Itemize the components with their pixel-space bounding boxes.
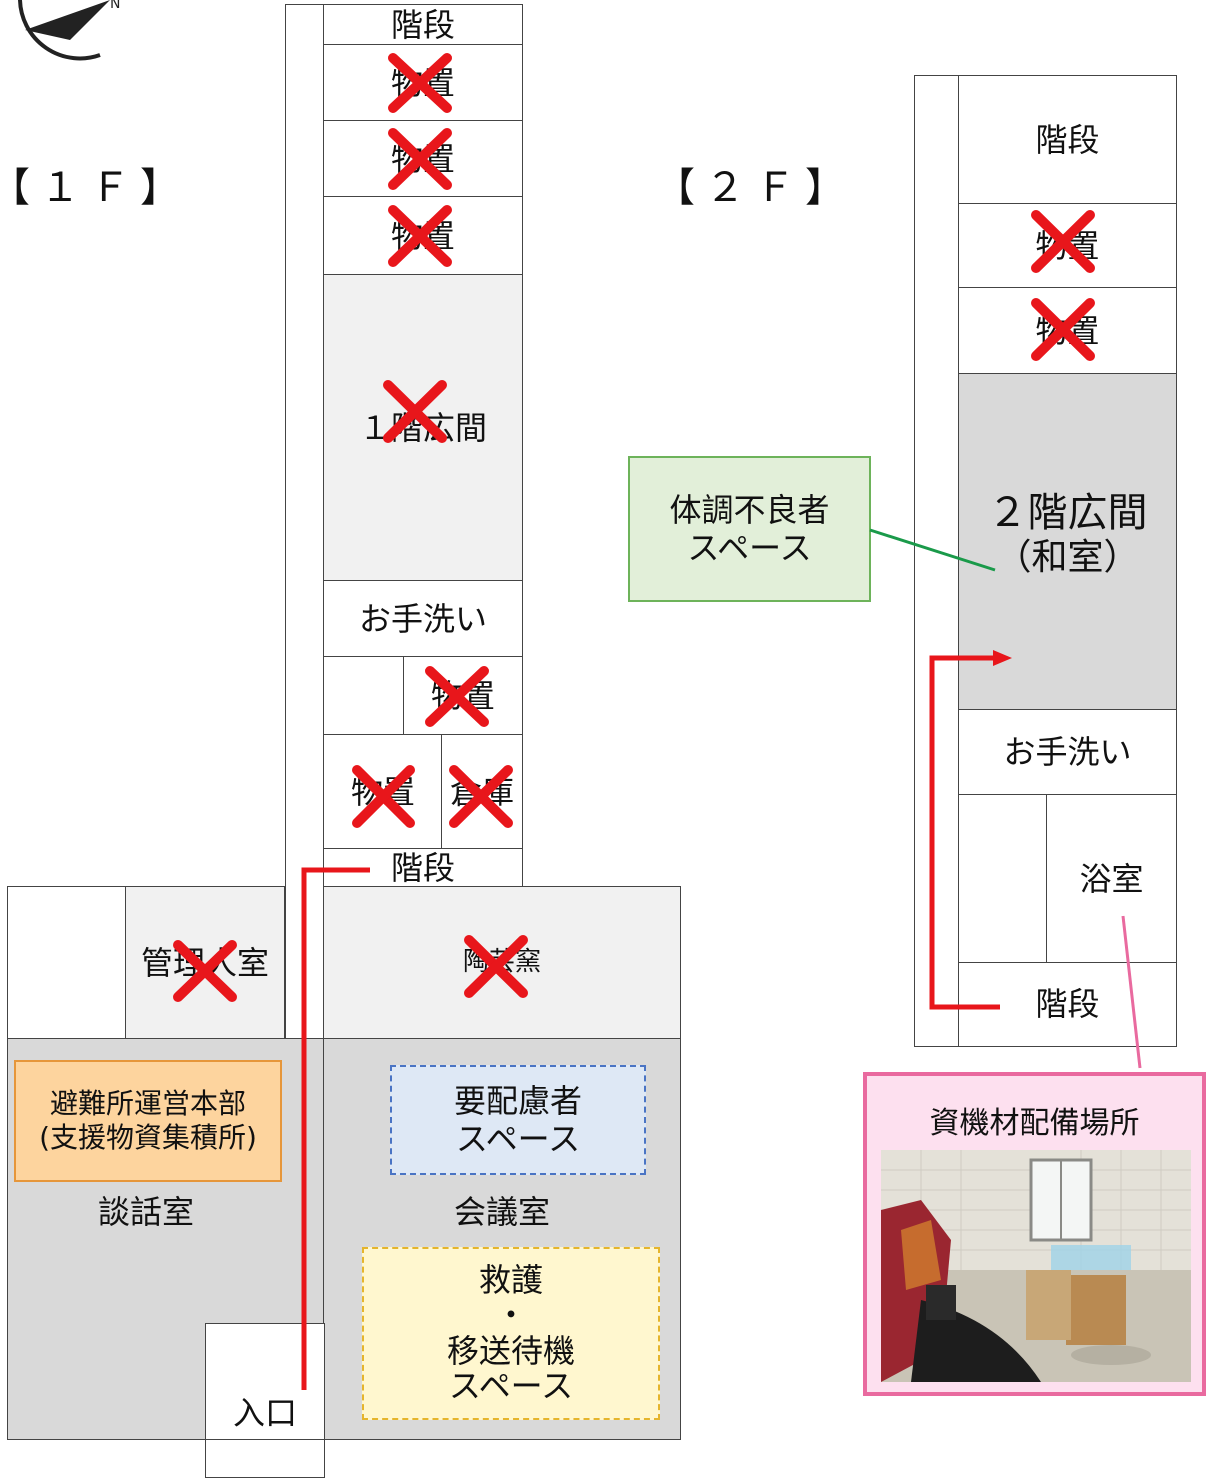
sick-line: スペース <box>687 529 812 567</box>
room-kiln-1f: 陶芸窯 <box>323 886 681 1040</box>
corridor <box>285 4 325 1048</box>
room-label: ２階広間 <box>987 490 1148 536</box>
rescue-line: 救護 <box>478 1261 543 1300</box>
room-storage-2-2f: 物置 <box>958 287 1177 375</box>
equipment-label: 資機材配備場所 <box>929 1106 1140 1141</box>
room-garage-1f: 倉庫 <box>441 734 523 850</box>
svg-text:N: N <box>110 0 120 12</box>
room-label: 管理人室 <box>140 943 269 982</box>
equipment-callout: 資機材配備場所 <box>863 1072 1206 1396</box>
room-blank-1f <box>323 656 405 736</box>
room-label: （和室） <box>995 537 1140 578</box>
room-stairs-top-1f: 階段 <box>323 4 523 46</box>
room-stairs-top-2f: 階段 <box>958 75 1177 205</box>
room-storage-5-1f: 物置 <box>323 734 443 850</box>
room-label: 物置 <box>390 216 455 255</box>
room-entrance-1f: 入口 <box>205 1323 325 1441</box>
room-label: お手洗い <box>358 599 487 638</box>
room-label: 階段 <box>390 848 455 887</box>
room-stairs-bottom-2f: 階段 <box>958 962 1177 1047</box>
room-label: お手洗い <box>1003 733 1132 772</box>
compass-icon: N <box>18 0 120 61</box>
room-washroom-1f: お手洗い <box>323 580 523 658</box>
care-space-box: 要配慮者 スペース <box>390 1065 646 1175</box>
room-storage-1-2f: 物置 <box>958 203 1177 289</box>
hq-space-box: 避難所運営本部 (支援物資集積所) <box>14 1060 282 1182</box>
rescue-line: ・ <box>494 1296 527 1335</box>
sick-space-box: 体調不良者 スペース <box>628 456 871 602</box>
room-bathroom-2f: 浴室 <box>1046 794 1177 964</box>
room-label: 物置 <box>1035 311 1100 350</box>
room-label: 物置 <box>350 772 415 811</box>
room-manager-1f: 管理人室 <box>125 886 285 1040</box>
room-label: １階広間 <box>358 408 487 447</box>
room-storage-2-1f: 物置 <box>323 120 523 198</box>
room-blank-2f <box>958 794 1048 964</box>
room-blank-left-1f <box>7 886 127 1040</box>
floor-label-2f: 【２Ｆ】 <box>655 165 855 211</box>
room-label: 物置 <box>390 139 455 178</box>
room-storage-1-1f: 物置 <box>323 44 523 122</box>
room-label: 階段 <box>390 5 455 44</box>
room-label: 物置 <box>430 676 495 715</box>
sick-line: 体調不良者 <box>669 490 830 529</box>
room-hall-2f: ２階広間 （和室） <box>958 373 1177 711</box>
room-hall-1f: １階広間 <box>323 274 523 582</box>
room-label: 入口 <box>232 1394 297 1433</box>
room-washroom-2f: お手洗い <box>958 709 1177 796</box>
room-label: 倉庫 <box>449 772 514 811</box>
floor-label-1f: 【１Ｆ】 <box>0 165 190 211</box>
room-label: 浴室 <box>1079 859 1144 898</box>
entrance-step <box>205 1439 325 1478</box>
care-line: 要配慮者 <box>453 1081 582 1120</box>
hq-line: (支援物資集積所) <box>39 1121 257 1154</box>
hq-line: 避難所運営本部 <box>49 1087 246 1121</box>
room-label: 階段 <box>1035 120 1100 159</box>
corridor-2f <box>914 75 960 1047</box>
rescue-space-box: 救護 ・ 移送待機 スペース <box>362 1247 660 1420</box>
room-label: 物置 <box>1035 226 1100 265</box>
rescue-line: 移送待機 <box>446 1331 575 1370</box>
care-line: スペース <box>455 1120 581 1158</box>
room-label: 階段 <box>1035 985 1100 1024</box>
room-label: 陶芸窯 <box>462 947 541 978</box>
rescue-line: スペース <box>448 1366 574 1405</box>
room-label: 物置 <box>390 63 455 102</box>
room-label: 談話室 <box>97 1193 194 1231</box>
room-storage-3-1f: 物置 <box>323 196 523 276</box>
room-stairs-mid-1f: 階段 <box>323 848 523 888</box>
storeroom-photo <box>881 1150 1191 1382</box>
room-storage-4-1f: 物置 <box>403 656 523 736</box>
room-label: 会議室 <box>453 1193 550 1231</box>
